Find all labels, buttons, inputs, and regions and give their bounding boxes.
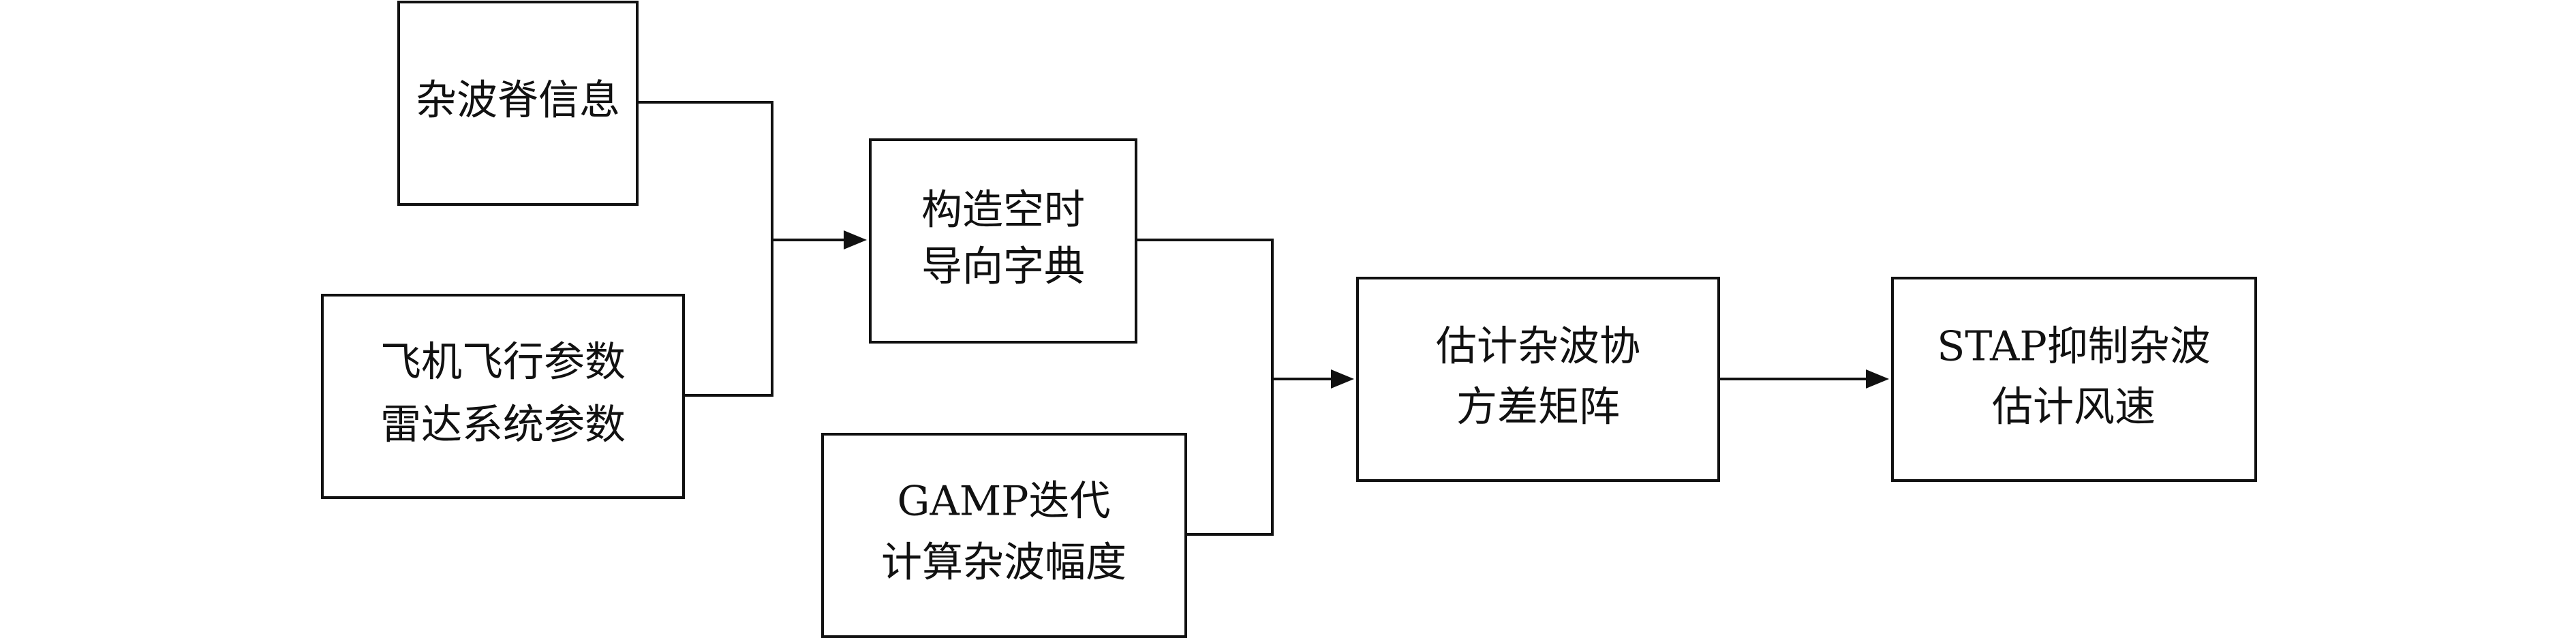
edge-gamp-to-merge <box>1186 379 1274 536</box>
node-gamp-iteration: GAMP迭代 计算杂波幅度 <box>821 433 1187 638</box>
connectors <box>637 101 1889 536</box>
arrowhead-to-stap <box>1866 369 1889 389</box>
node-flight-radar-params: 飞机飞行参数 雷达系统参数 <box>321 294 685 499</box>
node-clutter-covariance: 估计杂波协 方差矩阵 <box>1356 277 1720 482</box>
edge-clutter-ridge-to-merge <box>637 101 773 240</box>
node-stap-wind-speed: STAP抑制杂波 估计风速 <box>1891 277 2257 482</box>
node-label-line-2: 估计风速 <box>1992 384 2156 431</box>
edge-flight-radar-to-merge <box>684 240 773 397</box>
node-label-line-1: STAP抑制杂波 <box>1937 323 2211 371</box>
node-label-line-1: 估计杂波协 <box>1436 323 1640 371</box>
node-label-line-2: 雷达系统参数 <box>380 401 626 449</box>
node-space-time-dictionary: 构造空时 导向字典 <box>869 138 1137 344</box>
node-clutter-ridge-info: 杂波脊信息 <box>397 1 639 206</box>
node-label-line-2: 导向字典 <box>921 243 1085 291</box>
node-label-line-2: 计算杂波幅度 <box>881 539 1126 587</box>
node-label-line-2: 方差矩阵 <box>1456 384 1620 431</box>
arrowhead-to-covariance <box>1331 369 1354 389</box>
edge-dictionary-to-merge <box>1136 239 1274 379</box>
node-label-line-1: GAMP迭代 <box>897 478 1110 526</box>
node-label-line-1: 飞机飞行参数 <box>380 339 626 386</box>
node-label: 杂波脊信息 <box>416 77 620 125</box>
arrowhead-to-dictionary <box>844 230 867 249</box>
node-label-line-1: 构造空时 <box>921 187 1085 234</box>
